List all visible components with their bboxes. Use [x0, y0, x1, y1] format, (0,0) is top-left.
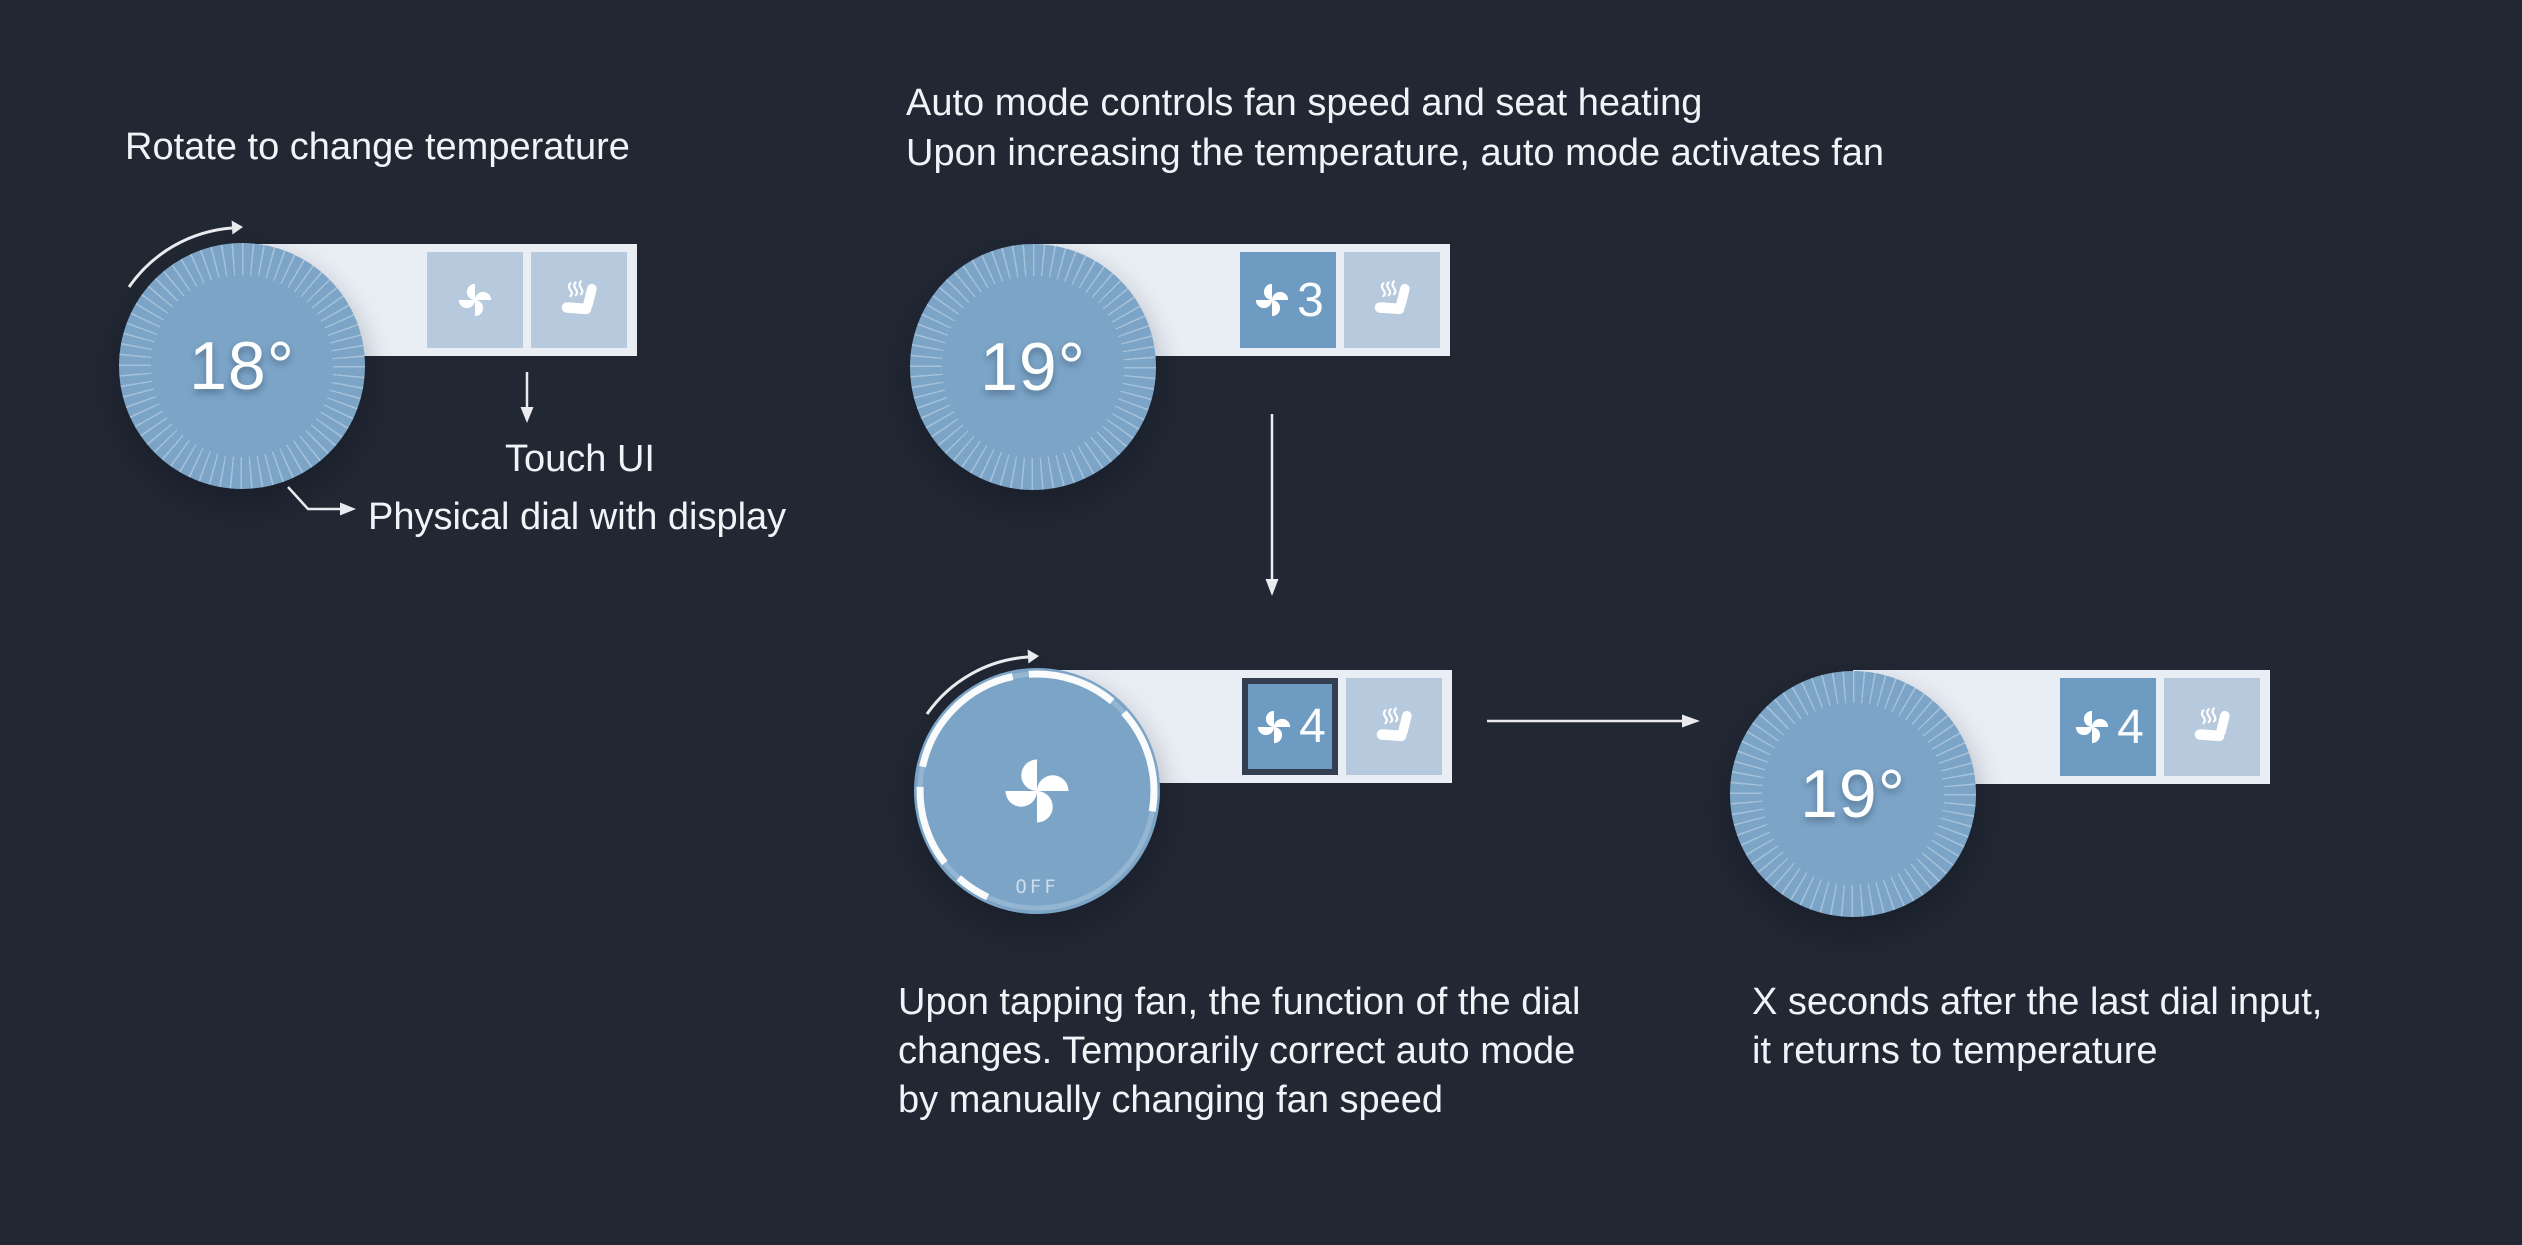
fan-speed-button-2[interactable]: 3 [1240, 252, 1336, 348]
fan-speed-dial[interactable]: OFF [914, 668, 1160, 914]
dial-display-4: 19° [1762, 703, 1944, 885]
flow-arrow-step2-to-step3 [1265, 414, 1279, 596]
touch-panel-3-buttons: 4 [1242, 678, 1442, 775]
touch-panel-1-buttons [427, 252, 627, 348]
fan-speed-button-1[interactable] [427, 252, 523, 348]
temperature-value-4: 19° [1800, 756, 1906, 832]
fan-icon [458, 283, 492, 317]
seat-heat-icon [561, 280, 597, 315]
temperature-value-2: 19° [980, 329, 1086, 405]
physical-dial-pointer-arrow [287, 486, 356, 516]
touch-panel-2-buttons: 3 [1240, 252, 1440, 348]
step3-caption: Upon tapping fan, the function of the di… [898, 981, 1581, 1121]
flow-arrow-step3-to-step4 [1487, 714, 1700, 728]
step4-caption: X seconds after the last dial input,it r… [1752, 981, 2323, 1072]
seat-heat-icon [1376, 706, 1412, 741]
fan-speed-button-4[interactable]: 4 [2060, 678, 2156, 776]
fan-off-label: OFF [1015, 876, 1059, 898]
touch-panel-4-buttons: 4 [2060, 678, 2260, 776]
step1-title: Rotate to change temperature [125, 126, 630, 168]
physical-dial-label: Physical dial with display [368, 496, 787, 538]
seat-heat-button-1[interactable] [531, 252, 627, 348]
seat-heat-button-2[interactable] [1344, 252, 1440, 348]
temperature-dial-1[interactable]: 18° [119, 243, 365, 489]
temperature-value-1: 18° [189, 328, 295, 404]
seat-heat-icon [2194, 707, 2230, 742]
dial-display-2: 19° [942, 276, 1124, 458]
fan-level-value: 4 [2117, 700, 2144, 754]
touch-ui-label: Touch UI [505, 438, 655, 480]
dial-display-1: 18° [151, 275, 333, 457]
fan-dial-display [914, 668, 1160, 914]
fan-icon [1257, 710, 1291, 743]
touch-ui-pointer-arrow [520, 372, 534, 423]
fan-icon [2075, 710, 2109, 744]
temperature-dial-4[interactable]: 19° [1730, 671, 1976, 917]
fan-icon [1255, 283, 1289, 317]
step2-title: Auto mode controls fan speed and seat he… [906, 82, 1885, 174]
fan-level-value: 4 [1299, 700, 1326, 753]
seat-heat-icon [1374, 280, 1410, 315]
seat-heat-button-4[interactable] [2164, 678, 2260, 776]
fan-speed-button-3-selected[interactable]: 4 [1242, 678, 1338, 775]
fan-level-value: 3 [1297, 273, 1324, 327]
fan-icon [1005, 759, 1069, 823]
seat-heat-button-3[interactable] [1346, 678, 1442, 775]
temperature-dial-2[interactable]: 19° [910, 244, 1156, 490]
